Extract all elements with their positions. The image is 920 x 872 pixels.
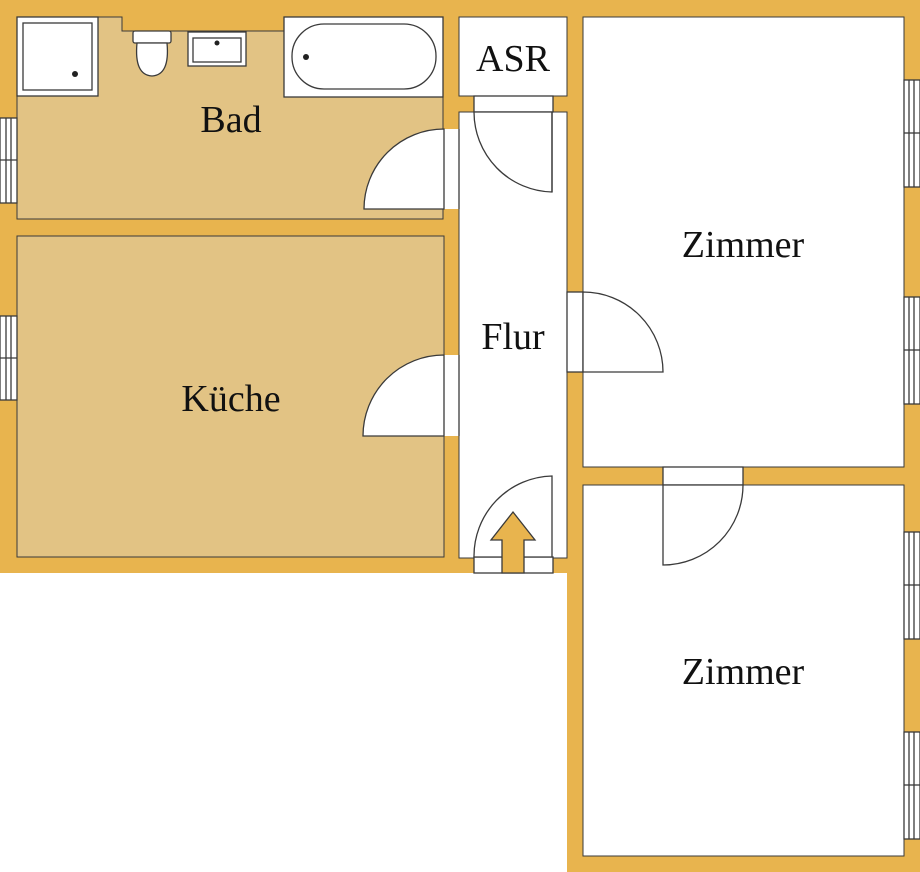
shower-tray-icon <box>16 16 99 97</box>
window-icon <box>903 296 920 405</box>
window-icon <box>903 79 920 188</box>
windows <box>0 79 920 840</box>
room-label-zimmer-1: Zimmer <box>682 224 805 266</box>
toilet-icon <box>132 30 172 77</box>
bathroom-fixtures <box>16 16 444 98</box>
door-swing-icon <box>473 95 554 193</box>
room-label-kueche: Küche <box>181 378 280 420</box>
door-swing-icon <box>363 128 460 210</box>
room-zimmer-2-floor <box>583 485 904 856</box>
door-swing-icon <box>566 291 664 373</box>
room-label-flur: Flur <box>481 316 545 358</box>
room-labels: Bad Küche ASR Flur Zimmer Zimmer <box>181 38 804 693</box>
door-swing-icon <box>362 354 460 437</box>
bathtub-icon <box>283 16 444 98</box>
room-label-asr: ASR <box>476 38 551 80</box>
window-icon <box>0 315 18 401</box>
room-asr-floor <box>459 17 567 96</box>
room-label-zimmer-2: Zimmer <box>682 651 805 693</box>
window-icon <box>0 117 18 204</box>
room-label-bad: Bad <box>200 99 261 141</box>
window-icon <box>903 531 920 640</box>
entrance-arrow-icon <box>489 510 537 574</box>
room-floors <box>17 17 904 856</box>
room-zimmer-1-floor <box>583 17 904 467</box>
sink-icon <box>187 31 247 67</box>
room-bad-floor <box>17 17 443 219</box>
window-icon <box>903 731 920 840</box>
door-swing-icon <box>662 466 744 566</box>
